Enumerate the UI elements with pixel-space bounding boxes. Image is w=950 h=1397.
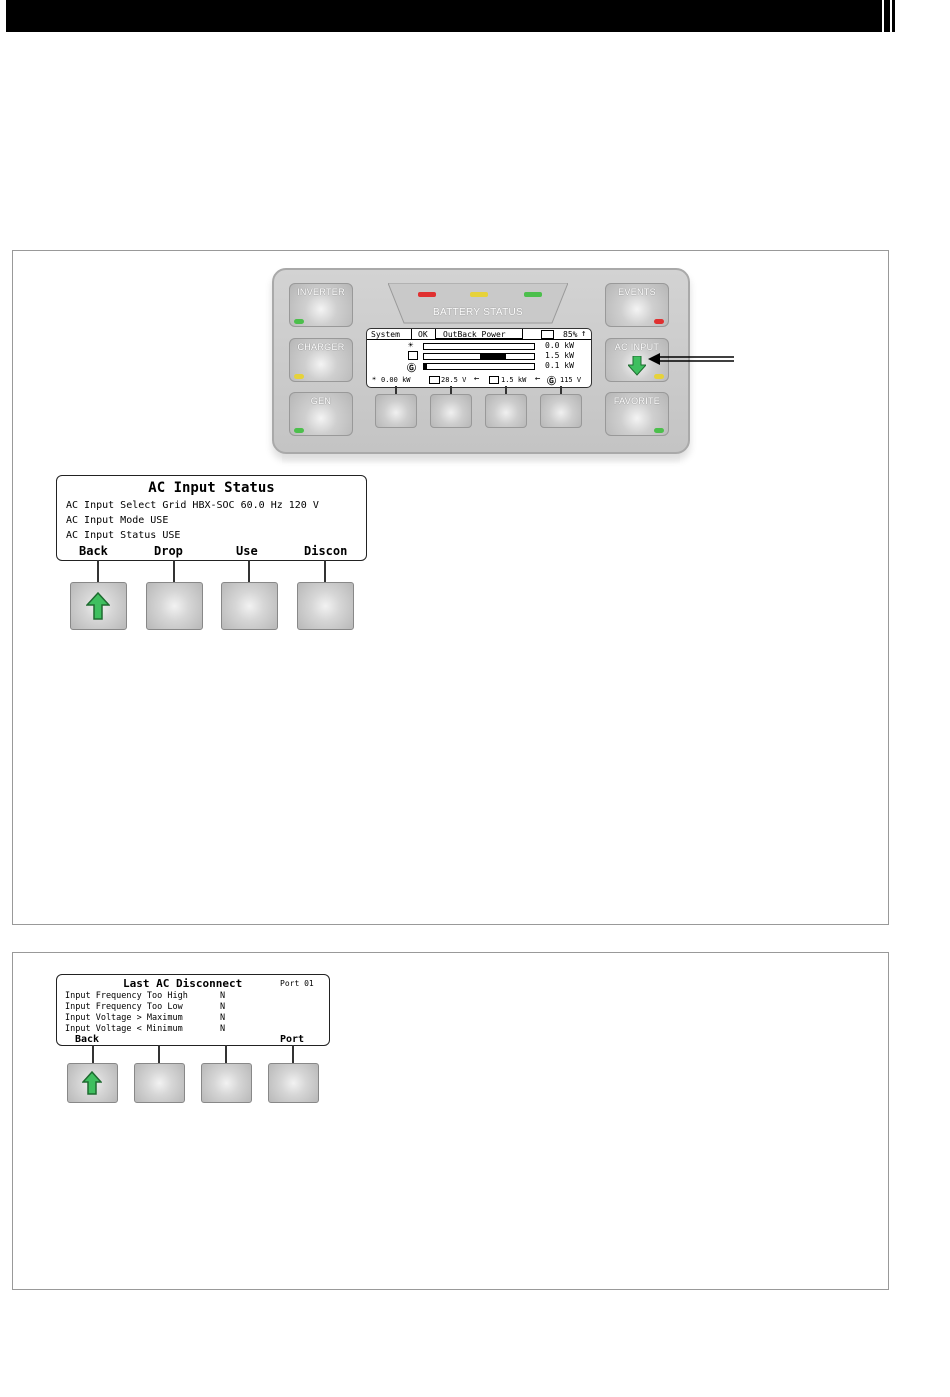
events-led [654,319,664,324]
lcd-bottom-left: 0.00 kW [381,376,411,384]
lcd-bottom-battery: 28.5 V [441,376,467,384]
device-lcd: System OK OutBack Power 85% ↑ ☀ 0.0 kW 1… [366,328,592,388]
softkey-label-discon: Discon [304,544,348,558]
drop-button[interactable] [146,582,203,630]
charger-label: CHARGER [297,342,345,352]
gen-led [294,428,304,433]
ac-input-led [654,374,664,379]
lcd-bar-solar [423,343,535,350]
gen-button[interactable]: GEN [289,392,353,436]
screen-title: AC Input Status [148,480,275,496]
pointer-arrow-icon [648,353,734,365]
header-divider [882,0,884,32]
up-arrow-icon [86,592,110,620]
inverter-label: INVERTER [297,287,345,297]
port-button[interactable] [268,1063,319,1103]
softkey-label-use: Use [236,544,258,558]
softkey-label-port: Port [280,1034,305,1045]
softkey-2-button[interactable] [134,1063,185,1103]
battery-status-panel [388,283,568,324]
lcd-row3-value: 0.1 kW [545,361,574,370]
row-label: Input Frequency Too Low [65,1002,183,1012]
softkey-label-back: Back [75,1034,100,1045]
left-arrow-icon: ← [474,374,480,384]
favorite-button[interactable]: FAVORITE [605,392,669,436]
up-arrow-icon [82,1071,102,1095]
row-label: Input Voltage > Maximum [65,1013,183,1023]
favorite-led [654,428,664,433]
events-button[interactable]: EVENTS [605,283,669,327]
device-softkey-4[interactable] [540,394,582,428]
device-softkey-2[interactable] [430,394,472,428]
last-ac-disconnect-screen: Last AC Disconnect Port 01 Input Frequen… [56,974,330,1046]
lcd-system: System [371,330,400,339]
solar-icon: ☀ [408,341,414,351]
lcd-battery-icon [541,330,554,339]
lcd-bottom-inverter: 1.5 kW [501,376,527,384]
lcd-row2-value: 1.5 kW [545,351,574,360]
lcd-up-arrow-icon: ↑ [581,329,587,339]
port-indicator: Port 01 [280,979,314,988]
lcd-ok: OK [418,330,428,339]
lcd-inverter-small-icon [489,376,499,384]
row-label: Input Voltage < Minimum [65,1024,183,1034]
lcd-bar-inverter [423,353,535,360]
row-value: N [220,1002,226,1012]
charger-button[interactable]: CHARGER [289,338,353,382]
softkey-label-back: Back [79,544,108,558]
lcd-bar-grid [423,363,535,370]
gen-label: GEN [310,396,332,406]
discon-button[interactable] [297,582,354,630]
row-value: N [220,991,226,1001]
use-button[interactable] [221,582,278,630]
lcd-bottom-grid: 115 V [560,376,582,384]
screen-title: Last AC Disconnect [123,977,243,990]
softkey-label-drop: Drop [154,544,183,558]
row-value: N [220,1013,226,1023]
charger-led [294,374,304,379]
battery-status-label: BATTERY STATUS [433,307,523,318]
inverter-button[interactable]: INVERTER [289,283,353,327]
lcd-solar-small-icon: ☀ [372,375,377,383]
lcd-soc: 85% [563,330,578,339]
softkey-3-button[interactable] [201,1063,252,1103]
lcd-brand: OutBack Power [443,330,506,339]
ac-input-status-line: AC Input Status USE [66,530,181,541]
inverter-icon [408,351,418,360]
header-divider [890,0,892,32]
battery-led-red [418,292,436,297]
events-label: EVENTS [618,287,656,297]
battery-led-green [524,292,542,297]
back-button[interactable] [67,1063,118,1103]
row-label: Input Frequency Too High [65,991,188,1001]
favorite-label: FAVORITE [613,396,661,406]
battery-led-yellow [470,292,488,297]
ac-input-label: AC INPUT [614,342,660,352]
row-value: N [220,1024,226,1034]
header-bar [6,0,895,32]
ac-input-mode-line: AC Input Mode USE [66,515,169,526]
inverter-led [294,319,304,324]
lcd-row1-value: 0.0 kW [545,341,574,350]
down-arrow-icon [628,356,646,376]
device-softkey-3[interactable] [485,394,527,428]
ac-input-status-screen: AC Input Status AC Input Select Grid HBX… [56,475,367,561]
grid-icon: Ⓖ [407,364,417,374]
lcd-grid-small-icon: Ⓖ [547,377,557,387]
back-button[interactable] [70,582,127,630]
lcd-battery-small-icon [429,376,440,384]
left-arrow-icon: ← [535,374,541,384]
ac-input-select-line: AC Input Select Grid HBX-SOC 60.0 Hz 120… [66,500,319,511]
device-softkey-1[interactable] [375,394,417,428]
